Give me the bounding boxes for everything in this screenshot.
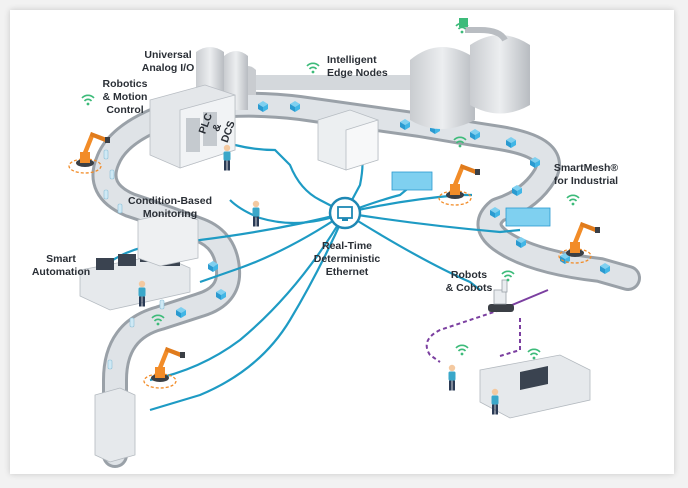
- robotics-label-line2: & Motion: [103, 91, 148, 103]
- robots-cobots-label-line1: Robots: [451, 269, 487, 281]
- wifi-icon: [306, 62, 320, 75]
- ethernet-network: [109, 143, 521, 412]
- plc-cabinet: [149, 84, 236, 169]
- robotics-label-line1: Robotics: [103, 78, 148, 90]
- smartmesh-label-line1: SmartMesh®: [554, 162, 619, 174]
- wifi-icon: [566, 194, 580, 207]
- plc-amp-label: &: [210, 122, 224, 134]
- condition-monitoring-label-line2: Monitoring: [143, 208, 197, 220]
- ethernet-label-line3: Ethernet: [326, 266, 369, 278]
- smartmesh-label-line2: for Industrial: [554, 175, 618, 187]
- wifi-icon: [81, 94, 95, 107]
- robotics-label-line3: Control: [106, 104, 143, 116]
- edge-node-server: [317, 109, 379, 171]
- universal-io-label-line1: Universal: [144, 49, 191, 61]
- worker-icon: [252, 200, 260, 227]
- entry-station: [94, 387, 136, 463]
- wifi-icon: [455, 344, 469, 357]
- pallet-boxes: [391, 171, 551, 227]
- control-desk: [79, 211, 199, 311]
- smart-automation-label-line1: Smart: [46, 253, 76, 265]
- ethernet-label-line2: Deterministic: [314, 253, 381, 265]
- packaging-machine: [479, 354, 591, 419]
- robots-cobots-label-line2: & Cobots: [446, 282, 493, 294]
- worker-icon: [491, 388, 499, 415]
- condition-monitoring-label-line1: Condition-Based: [128, 195, 212, 207]
- storage-tank-icon: [196, 18, 530, 129]
- intelligent-edge-label-line2: Edge Nodes: [327, 67, 388, 79]
- worker-icon: [448, 364, 456, 391]
- wifi-icon: [527, 348, 541, 361]
- smart-automation-label-line2: Automation: [32, 266, 90, 278]
- robot-arm-icon: [438, 163, 481, 206]
- cobot-icon: [488, 279, 514, 312]
- universal-io-label-line2: Analog I/O: [142, 62, 195, 74]
- intelligent-edge-label-line1: Intelligent: [327, 54, 377, 66]
- ethernet-label-line1: Real-Time: [322, 240, 372, 252]
- worker-icon: [223, 144, 231, 171]
- robot-arm-icon: [143, 346, 186, 389]
- ethernet-hub-icon: [328, 196, 362, 230]
